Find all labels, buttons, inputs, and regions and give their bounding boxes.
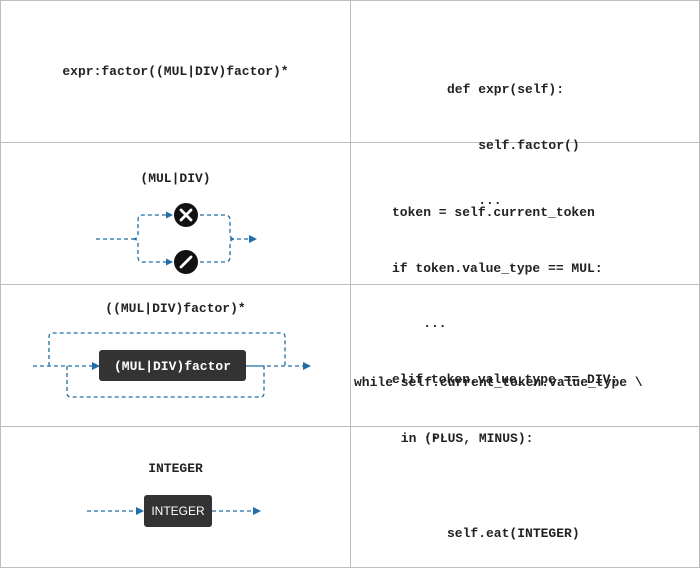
arrowhead (136, 507, 144, 515)
code-line: ... (447, 193, 502, 208)
repeat-caption: ((MUL|DIV)factor)* (105, 301, 246, 316)
code-line: elif token.value_type == DIV: (392, 371, 619, 387)
arrowhead (253, 507, 261, 515)
arrowhead (166, 258, 173, 266)
row3-code: while self.current_token.value_type \ in… (354, 337, 643, 485)
mul-div-caption: (MUL|DIV) (140, 171, 211, 186)
row4-code: self.eat(INTEGER) (447, 488, 580, 581)
integer-box (144, 495, 212, 527)
code-line: while self.current_token.value_type \ (354, 375, 643, 390)
row4-code-cell: self.eat(INTEGER) (351, 427, 699, 567)
code-line: def expr(self): (447, 82, 565, 97)
upper-branch-in (132, 214, 167, 240)
expr-grammar-rule: expr:factor((MUL|DIV)factor)* (62, 64, 289, 79)
upper-branch-out (200, 214, 236, 240)
code-line: if token.value_type == MUL: (392, 260, 603, 276)
mul-div-factor-box (99, 350, 246, 381)
integer-railroad-diagram: INTEGER (87, 495, 261, 527)
code-line: ... (392, 427, 447, 442)
row1-diagram-cell: expr:factor((MUL|DIV)factor)* (1, 1, 351, 143)
row4-diagram-cell: INTEGER INTEGER (1, 427, 351, 567)
lower-branch-out (200, 238, 236, 263)
lower-branch-in (132, 238, 167, 263)
divide-icon (174, 250, 198, 274)
row2-diagram-cell: (MUL|DIV) (1, 143, 351, 285)
row2-code-cell: token = self.current_token if token.valu… (351, 143, 699, 442)
row3-diagram-cell: ((MUL|DIV)factor)* (MUL|DIV)factor (1, 285, 351, 427)
arrowhead (249, 235, 257, 243)
code-line: ... (392, 316, 447, 331)
code-line: self.factor() (447, 137, 580, 153)
integer-caption: INTEGER (148, 461, 203, 476)
row3-code-cell: while self.current_token.value_type \ in… (351, 285, 699, 446)
code-line: self.eat(INTEGER) (447, 526, 580, 541)
row1-code: def expr(self): self.factor() ... (447, 44, 580, 248)
grammar-table: expr:factor((MUL|DIV)factor)* def expr(s… (0, 0, 700, 568)
repeat-railroad-diagram: (MUL|DIV)factor (33, 332, 311, 398)
arrowhead (166, 211, 173, 219)
row2-code: token = self.current_token if token.valu… (392, 167, 618, 482)
code-line: in (PLUS, MINUS): (354, 430, 534, 446)
arrowhead (303, 362, 311, 370)
arrowhead (92, 362, 100, 370)
code-line: token = self.current_token (392, 205, 595, 220)
mul-div-railroad-diagram (96, 203, 257, 274)
repeat-loop (66, 365, 265, 398)
integer-box-label: INTEGER (151, 504, 205, 518)
mul-div-factor-label: (MUL|DIV)factor (114, 359, 231, 374)
row1-code-cell: def expr(self): self.factor() ... (351, 1, 699, 208)
skip-loop (48, 332, 286, 366)
multiply-icon (174, 203, 198, 227)
